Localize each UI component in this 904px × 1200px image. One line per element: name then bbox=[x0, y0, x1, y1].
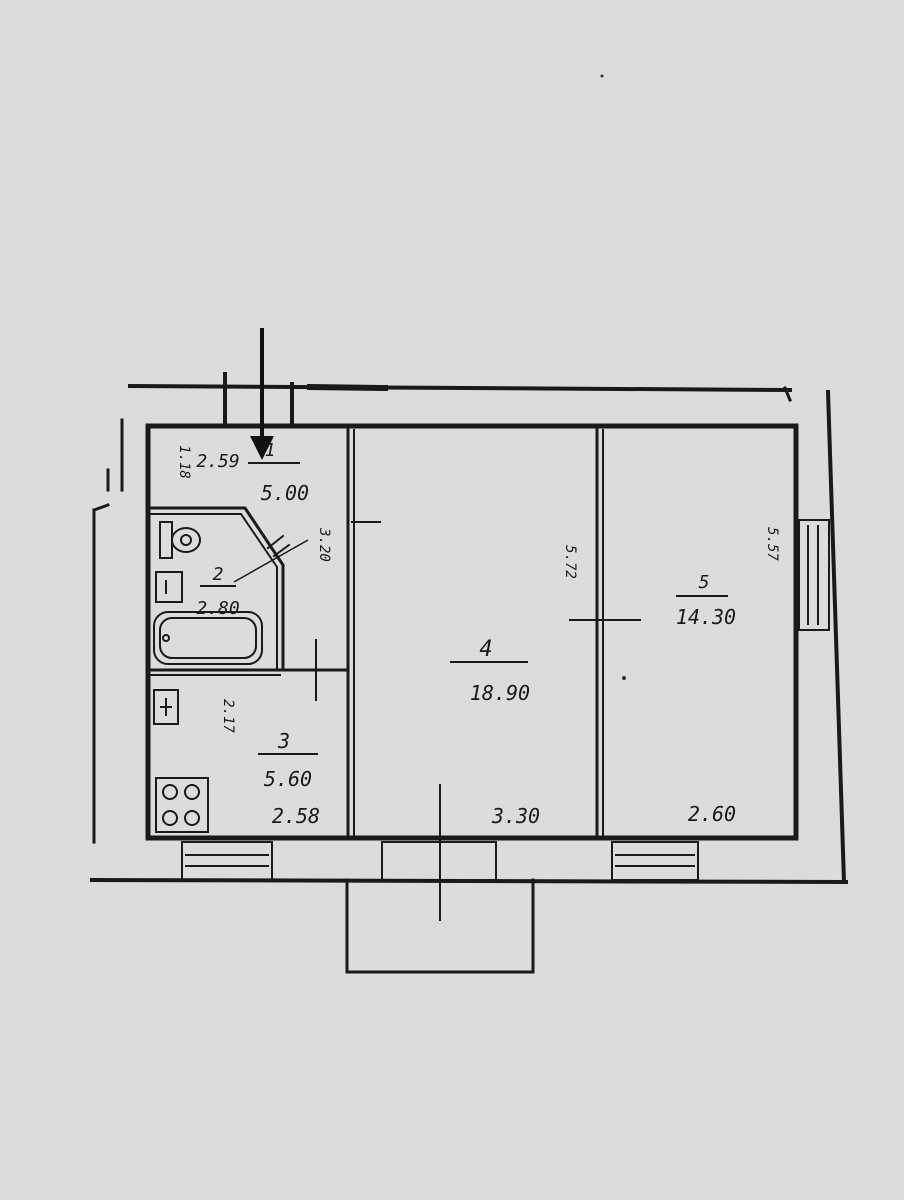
toilet-icon bbox=[159, 521, 201, 559]
room-3-labels: 3 5.60 2.58 2.17 bbox=[220, 699, 320, 828]
window-room5 bbox=[611, 841, 699, 881]
bathtub-icon bbox=[153, 611, 263, 665]
room-1-labels: 1 5.00 2.59 1.18 bbox=[176, 440, 309, 505]
balcony bbox=[345, 878, 535, 974]
room-5-height: 5.57 bbox=[764, 527, 780, 561]
room-4-area: 18.90 bbox=[470, 681, 530, 705]
arrow-down-icon bbox=[250, 328, 274, 460]
room-3-height: 2.17 bbox=[220, 699, 236, 733]
room-5-labels: 5 14.30 2.60 5.57 bbox=[676, 527, 780, 826]
sink-icon bbox=[155, 571, 183, 603]
room-2-number: 2 bbox=[213, 564, 224, 585]
apartment-outline bbox=[145, 423, 799, 841]
room-4-number: 4 bbox=[479, 637, 492, 662]
room-2-area: 2.80 bbox=[196, 598, 239, 619]
fixtures bbox=[153, 521, 263, 833]
bathroom-wall bbox=[148, 506, 285, 670]
room-3-area: 5.60 bbox=[264, 767, 312, 791]
kitchen-sink-icon bbox=[153, 689, 179, 725]
stove-icon bbox=[155, 777, 209, 833]
room-2-dim: 3.20 bbox=[316, 527, 332, 562]
room-5-number: 5 bbox=[699, 572, 710, 593]
room-1-width: 2.59 bbox=[196, 451, 239, 472]
room-5-area: 14.30 bbox=[676, 605, 736, 629]
window-room3 bbox=[181, 841, 273, 881]
room-4-labels: 4 18.90 3.30 5.72 bbox=[450, 545, 578, 828]
window-room4 bbox=[381, 841, 497, 881]
room-5-width: 2.60 bbox=[688, 802, 736, 826]
room-4-height: 5.72 bbox=[562, 545, 578, 579]
outer-wall-right bbox=[825, 389, 847, 885]
room-1-number: 1 bbox=[265, 440, 276, 461]
room-1-height: 1.18 bbox=[176, 445, 192, 479]
room-1-area: 5.00 bbox=[261, 481, 309, 505]
room-3-number: 3 bbox=[277, 729, 290, 753]
room-4-width: 3.30 bbox=[491, 804, 540, 828]
outer-wall-top bbox=[127, 383, 793, 393]
walls bbox=[89, 372, 849, 974]
room-3-width: 2.58 bbox=[272, 804, 320, 828]
window-right bbox=[798, 519, 830, 631]
room-2-labels: 2 2.80 3.20 bbox=[196, 527, 332, 619]
